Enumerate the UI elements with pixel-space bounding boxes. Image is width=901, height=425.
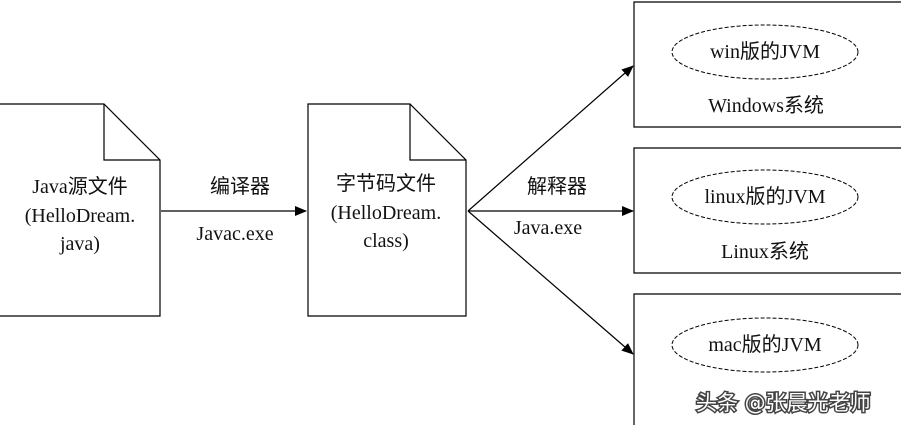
watermark: 头条 @张晨光老师: [696, 391, 871, 415]
windows-jvm-ellipse: [671, 24, 859, 80]
compiler-exe-label: Javac.exe: [196, 223, 273, 245]
interpret-arrow-mac: [467, 210, 634, 355]
mac-system-node: mac版的JVM: [633, 293, 901, 425]
linux-system-node: linux版的JVM Linux系统: [633, 147, 901, 274]
bytecode-file-label-line1: 字节码文件: [336, 172, 436, 195]
source-file-node: Java源文件 (HelloDream. java): [0, 103, 161, 317]
source-file-label-line2: (HelloDream.: [25, 205, 136, 227]
linux-jvm-label: linux版的JVM: [704, 185, 825, 208]
linux-os-label: Linux系统: [721, 240, 809, 263]
source-file-label-line3: java): [59, 233, 100, 255]
interpreter-exe-label: Java.exe: [514, 217, 582, 239]
interpreter-label: 解释器: [527, 175, 587, 198]
windows-jvm-label: win版的JVM: [710, 40, 820, 63]
bytecode-file-label-line2: (HelloDream.: [331, 202, 442, 224]
mac-jvm-label: mac版的JVM: [708, 333, 822, 356]
windows-system-node: win版的JVM Windows系统: [633, 1, 901, 128]
linux-jvm-ellipse: [671, 169, 859, 225]
bytecode-file-node: 字节码文件 (HelloDream. class): [307, 103, 467, 317]
compiler-label: 编译器: [210, 175, 270, 198]
source-file-label-line1: Java源文件: [32, 175, 128, 198]
windows-os-label: Windows系统: [708, 94, 824, 117]
bytecode-file-label-line3: class): [363, 230, 409, 252]
mac-jvm-ellipse: [671, 317, 859, 373]
interpret-arrow-windows: [467, 65, 634, 212]
